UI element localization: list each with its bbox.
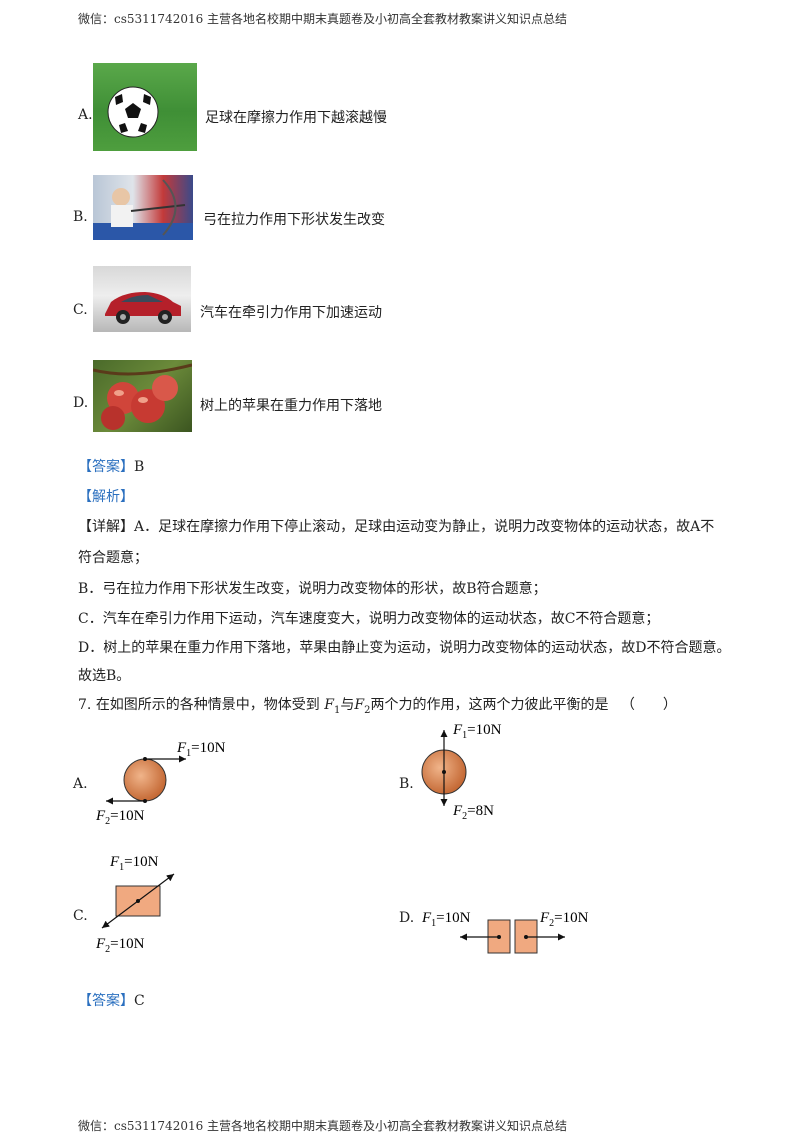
diagram-c-letter: C. (73, 908, 88, 924)
diagram-a-letter: A. (73, 776, 88, 792)
arrow-c-f1 (137, 873, 175, 902)
answer-tag-q7: 【答案】 (78, 993, 134, 1009)
answer-tag: 【答案】 (78, 459, 134, 475)
option-c-text: 汽车在牵引力作用下加速运动 (200, 305, 382, 321)
detail-line-2: 符合题意； (78, 550, 148, 566)
apples-photo (93, 360, 192, 432)
label-b-f2: F2=8N (452, 803, 494, 822)
option-b-text: 弓在拉力作用下形状发生改变 (203, 212, 385, 228)
arrow-c-f2 (101, 900, 139, 929)
f2-symbol: F (354, 697, 365, 713)
label-d-f2: F2=10N (539, 910, 589, 929)
question-text-2: 两个力的作用，这两个力彼此平衡的是 (370, 697, 609, 713)
red-car-photo (93, 266, 191, 332)
f2-subscript: 2 (364, 704, 371, 716)
page-footer: 微信：cs5311742016 主营各地名校期中期末真题卷及小初高全套教材教案讲… (78, 1119, 568, 1133)
label-d-f1: F1=10N (421, 910, 471, 929)
archer-photo (93, 175, 193, 240)
option-d-letter: D. (73, 395, 89, 411)
analysis-line: 【解析】 (78, 486, 134, 506)
option-b-letter: B. (73, 209, 88, 225)
f1-subscript: 1 (333, 704, 341, 716)
ball-a (123, 758, 167, 802)
answer-bracket: （ ） (620, 697, 677, 713)
diagram-d-letter: D. (399, 910, 415, 926)
diagram-c: F1=10N F2=10N (95, 854, 175, 955)
label-a-f1: F1=10N (176, 740, 226, 759)
diagram-b-letter: B. (399, 776, 414, 792)
soccer-ball-photo (93, 63, 197, 151)
question-7-stem: 7. 在如图所示的各种情景中，物体受到 F1与F2两个力的作用，这两个力彼此平衡… (78, 694, 677, 716)
detail-line-4: C．汽车在牵引力作用下运动，汽车速度变大，说明力改变物体的运动状态，故C不符合题… (78, 611, 660, 627)
detail-line-1: 【详解】A．足球在摩擦力作用下停止滚动，足球由运动变为静止，说明力改变物体的运动… (78, 516, 714, 536)
question-text-1: 在如图所示的各种情景中，物体受到 (95, 697, 320, 713)
detail-line-5: D．树上的苹果在重力作用下落地，苹果由静止变为运动，说明力改变物体的运动状态，故… (78, 640, 731, 656)
label-a-f2: F2=10N (95, 808, 145, 827)
answer-value-q7: C (134, 993, 145, 1009)
answer-value: B (134, 459, 145, 475)
option-a-text: 足球在摩擦力作用下越滚越慢 (205, 110, 387, 126)
diagram-d: F1=10N F2=10N (421, 910, 589, 954)
detail-text-1: A．足球在摩擦力作用下停止滚动，足球由运动变为静止，说明力改变物体的运动状态，故… (134, 519, 715, 535)
diagram-a: F1=10N F2=10N (95, 740, 226, 827)
option-a-letter: A. (78, 107, 93, 123)
option-d-text: 树上的苹果在重力作用下落地 (200, 398, 382, 414)
analysis-tag: 【解析】 (78, 489, 134, 505)
f1-symbol: F (324, 697, 334, 713)
page-header: 微信：cs5311742016 主营各地名校期中期末真题卷及小初高全套教材教案讲… (78, 12, 568, 26)
diagram-b: F1=10N F2=8N (421, 722, 502, 822)
detail-tag: 【详解】 (78, 519, 134, 535)
detail-line-6: 故选B。 (78, 668, 131, 684)
label-b-f1: F1=10N (452, 722, 502, 741)
label-c-f2: F2=10N (95, 936, 145, 955)
option-c-letter: C. (73, 302, 88, 318)
answer-line-q6: 【答案】B (78, 456, 144, 476)
detail-line-3: B．弓在拉力作用下形状发生改变，说明力改变物体的形状，故B符合题意； (78, 581, 547, 597)
question-number: 7. (78, 697, 92, 713)
question-joiner: 与 (340, 697, 355, 713)
answer-line-q7: 【答案】C (78, 990, 145, 1010)
label-c-f1: F1=10N (109, 854, 159, 873)
